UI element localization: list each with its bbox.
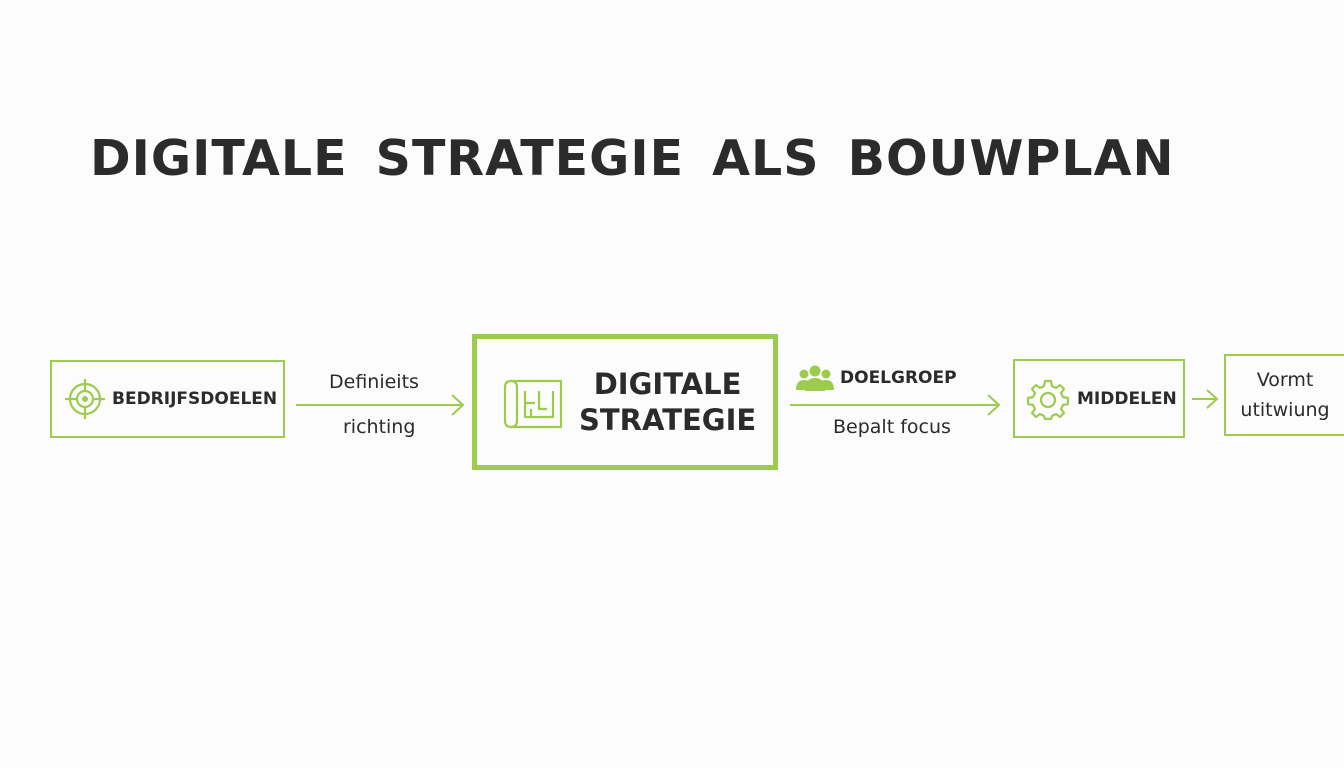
result-node: Vormt utitwiung [1224,354,1344,436]
means-node: MIDDELEN [1013,359,1185,438]
goals-label: BEDRIJFSDOELEN [112,389,278,409]
strategy-label: DIGITALE STRATEGIE [579,366,756,438]
audience-group: DOELGROEP [796,364,957,392]
arrow-means-to-result [1192,389,1219,409]
target-icon [65,379,105,419]
people-icon [796,365,834,391]
gear-icon [1027,379,1069,420]
means-label: MIDDELEN [1077,388,1177,409]
edge-strategy-label-bottom: Bepalt focus [833,416,951,438]
strategy-label-line1: DIGITALE [593,367,742,401]
audience-label: DOELGROEP [840,368,957,388]
goals-node: BEDRIJFSDOELEN [50,360,285,438]
edge-goals-label-bottom: richting [343,416,416,438]
result-label-line2: utitwiung [1240,399,1330,421]
arrow-goals-to-strategy [296,394,465,416]
strategy-node: DIGITALE STRATEGIE [472,334,778,470]
page-title: DIGITALE STRATEGIE ALS BOUWPLAN [90,130,1175,187]
arrow-strategy-to-means [790,394,1001,416]
result-label: Vormt utitwiung [1240,365,1329,425]
result-label-line1: Vormt [1256,369,1314,391]
blueprint-icon [503,379,563,429]
strategy-label-line2: STRATEGIE [579,403,757,437]
edge-goals-label-top: Definieits [329,371,419,393]
